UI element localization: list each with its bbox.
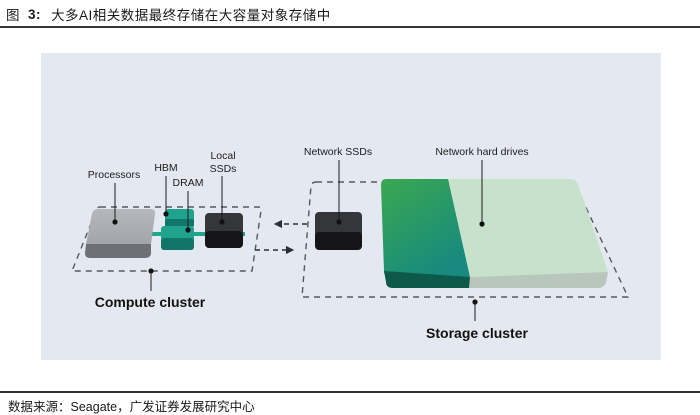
figure-title-text: 大多AI相关数据最终存储在大容量对象存储中 <box>51 8 331 23</box>
top-rule <box>0 26 700 28</box>
label-hbm: HBM <box>154 162 177 174</box>
label-processors: Processors <box>88 169 141 181</box>
source-note: 数据来源：Seagate，广发证券发展研究中心 <box>8 400 255 414</box>
local-ssds-dot <box>219 219 225 225</box>
label-network-ssds: Network SSDs <box>304 146 372 158</box>
processors-block <box>85 209 156 258</box>
hbm-block <box>165 209 194 227</box>
figure-title: 图 3: 大多AI相关数据最终存储在大容量对象存储中 <box>6 4 331 24</box>
label-compute-cluster: Compute cluster <box>95 294 206 310</box>
hbm-dot <box>163 211 169 217</box>
network-hard-drives-block <box>381 179 608 288</box>
dram-dot <box>185 227 191 233</box>
compute-cluster-outline <box>70 206 262 272</box>
label-local-ssds-line2: SSDs <box>210 163 237 175</box>
label-dram: DRAM <box>173 177 204 189</box>
interconnect-bus <box>150 232 245 236</box>
network-hard-drives-dot <box>479 221 485 227</box>
label-local-ssds-line1: Local <box>210 150 235 162</box>
storage-cluster-outline <box>301 181 630 298</box>
figure-number: 3: <box>28 6 42 22</box>
hdd-capacity-light <box>448 179 608 277</box>
network-ssds-block <box>315 212 362 250</box>
hdd-capacity-green <box>381 179 470 277</box>
local-ssds-block <box>205 213 243 248</box>
network-ssds-dot <box>336 219 342 225</box>
bottom-rule <box>0 391 700 393</box>
label-storage-cluster: Storage cluster <box>426 325 528 341</box>
processors-dot <box>112 219 118 225</box>
label-network-hard-drives: Network hard drives <box>435 146 528 158</box>
figure-prefix: 图 <box>6 8 20 23</box>
